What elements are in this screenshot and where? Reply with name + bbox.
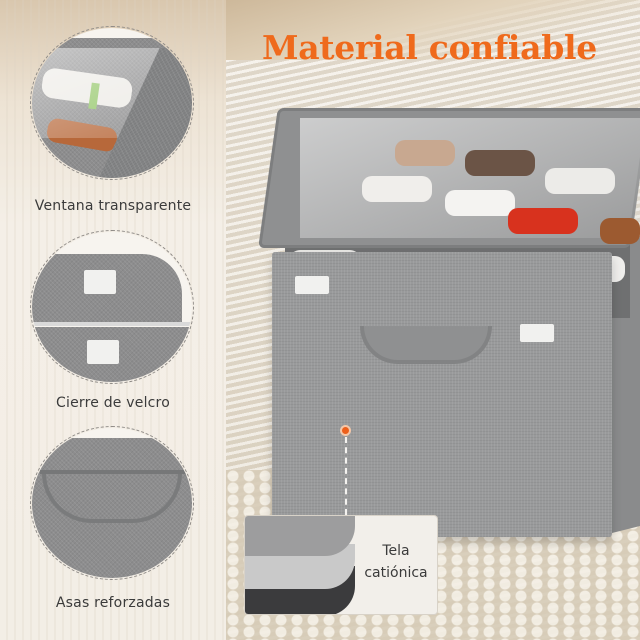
headline: Material confiable [262, 28, 597, 67]
box-handle [360, 326, 492, 364]
callout-line-2: catiónica [364, 565, 428, 581]
box-front [272, 252, 612, 537]
feature-label: Ventana transparente [34, 198, 192, 214]
lid-window [300, 118, 640, 244]
velcro-closure-closeup-icon [30, 230, 194, 384]
feature-label: Cierre de velcro [56, 395, 170, 411]
feature-label: Asas reforzadas [55, 595, 171, 611]
callout-marker-dot [340, 425, 351, 436]
velcro-patch [520, 324, 554, 342]
transparent-window-closeup-icon [30, 26, 194, 180]
callout-dashed-line [345, 437, 347, 515]
fabric-callout: Tela catiónica [244, 515, 438, 615]
callout-text: Tela catiónica [353, 540, 437, 584]
reinforced-handle-closeup-icon [30, 426, 194, 580]
feature-panel: Ventana transparente Cierre de velcro As… [0, 0, 226, 640]
callout-line-1: Tela [382, 543, 410, 559]
background-wall [225, 0, 640, 60]
velcro-patch [295, 276, 329, 294]
